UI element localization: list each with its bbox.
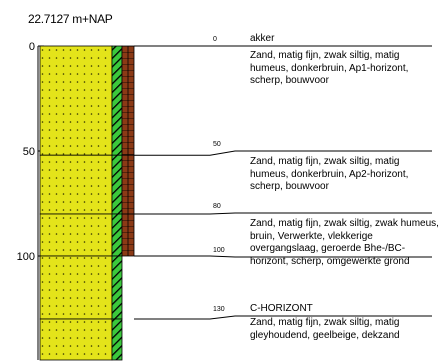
layer-humus <box>122 214 134 256</box>
layer-sand <box>40 46 112 155</box>
layer-depth-label: 0 <box>213 36 217 43</box>
layer-sand <box>40 214 112 256</box>
layer-silt-hatch <box>112 256 122 319</box>
layer-depth-label: 80 <box>213 203 221 210</box>
layer-sand <box>40 256 112 319</box>
axis-tick-label: 100 <box>17 251 35 263</box>
layer-silt-hatch <box>112 46 122 155</box>
layer-humus <box>122 155 134 214</box>
layer-description: Zand, matig fijn, zwak siltig, zwak hume… <box>250 218 440 268</box>
layer-title: akker <box>250 33 274 44</box>
layer-connector <box>134 213 432 214</box>
elevation-label: 22.7127 m+NAP <box>28 12 113 26</box>
layer-silt-hatch <box>112 214 122 256</box>
layer-sand <box>40 155 112 214</box>
layer-description: Zand, matig fijn, zwak siltig, matig hum… <box>250 156 440 194</box>
axis-tick-label: 50 <box>23 146 35 158</box>
layer-humus <box>122 46 134 155</box>
layer-depth-label: 100 <box>213 247 225 254</box>
layer-connector <box>134 151 432 155</box>
axis-tick-label: 0 <box>29 41 35 53</box>
layer-silt-hatch <box>112 319 122 360</box>
layer-depth-label: 130 <box>213 306 225 313</box>
layer-description: Zand, matig fijn, zwak siltig, matig hum… <box>250 50 440 88</box>
layer-silt-hatch <box>112 155 122 214</box>
layer-depth-label: 50 <box>213 141 221 148</box>
layer-title: C-HORIZONT <box>250 303 313 314</box>
layer-description: Zand, matig fijn, zwak siltig, matig gle… <box>250 317 440 342</box>
layer-sand <box>40 319 112 360</box>
